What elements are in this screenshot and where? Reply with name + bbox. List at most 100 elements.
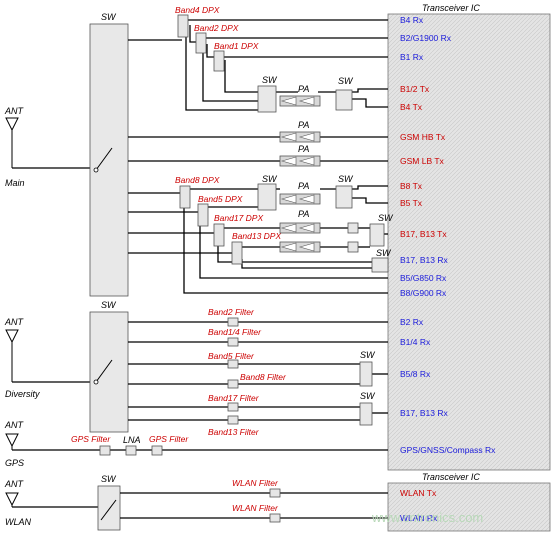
band2-dpx-box bbox=[195, 32, 207, 54]
band8-filter-box bbox=[227, 379, 239, 389]
band85-pa-label: PA bbox=[298, 181, 309, 191]
diversity-sw-label: SW bbox=[101, 300, 117, 310]
band5-dpx-box bbox=[197, 203, 209, 227]
antenna-main-icon bbox=[5, 117, 92, 169]
sig-b14-rx: B1/4 Rx bbox=[400, 337, 431, 347]
gps-filter1-label: GPS Filter bbox=[71, 434, 111, 444]
wlan-wiring bbox=[120, 492, 388, 519]
sig-gps-rx: GPS/GNSS/Compass Rx bbox=[400, 445, 496, 455]
band2-dpx-label: Band2 DPX bbox=[194, 23, 239, 33]
transceiver-title-wlan: Transceiver IC bbox=[422, 472, 480, 482]
band58-div-switch bbox=[359, 361, 373, 387]
sig-b4-tx: B4 Tx bbox=[400, 102, 423, 112]
sig-b8-tx: B8 Tx bbox=[400, 181, 423, 191]
wlan-label: WLAN bbox=[5, 517, 32, 527]
band4-dpx-box bbox=[177, 14, 189, 38]
wlan-sw-label: SW bbox=[101, 474, 117, 484]
wlan-switch bbox=[97, 485, 121, 531]
band1713-rx-sw-label: SW bbox=[376, 248, 392, 258]
sig-wlan-rx: WLAN Rx bbox=[400, 513, 438, 523]
band12-out-sw-label: SW bbox=[338, 76, 354, 86]
ant-gps-label: ANT bbox=[4, 420, 25, 430]
band1713-div-sw-label: SW bbox=[360, 391, 376, 401]
main-label: Main bbox=[5, 178, 25, 188]
band17-dpx-label: Band17 DPX bbox=[214, 213, 263, 223]
band12-out-switch bbox=[335, 89, 353, 111]
lna-label: LNA bbox=[123, 435, 141, 445]
band1713-div-switch bbox=[359, 402, 373, 426]
band1-dpx-box bbox=[213, 50, 225, 72]
antenna-wlan-icon bbox=[5, 492, 98, 508]
band85-tx-switch bbox=[257, 183, 277, 211]
gps-filter2-label: GPS Filter bbox=[149, 434, 189, 444]
gsm-wiring bbox=[128, 136, 388, 162]
ant-wlan-label: ANT bbox=[4, 479, 25, 489]
band13-filter-box bbox=[227, 415, 239, 425]
band5-dpx-label: Band5 DPX bbox=[198, 194, 243, 204]
ant-diversity-label: ANT bbox=[4, 317, 25, 327]
band5-filter-box bbox=[227, 359, 239, 369]
diversity-switch-icon bbox=[95, 359, 113, 383]
band2-filter-label: Band2 Filter bbox=[208, 307, 255, 317]
band8-dpx-label: Band8 DPX bbox=[175, 175, 220, 185]
band1-dpx-label: Band1 DPX bbox=[214, 41, 259, 51]
wlan-switch-icon bbox=[100, 499, 117, 521]
sig-gsm-lb-tx: GSM LB Tx bbox=[400, 156, 445, 166]
wlan-filter1-box bbox=[269, 488, 281, 498]
band1713-rx-switch bbox=[371, 257, 389, 273]
sig-b17-b13-tx: B17, B13 Tx bbox=[400, 229, 447, 239]
diversity-switch bbox=[89, 311, 129, 433]
band13-filter-label: Band13 Filter bbox=[208, 427, 260, 437]
main-sw-label: SW bbox=[101, 12, 117, 22]
sig-b58-rx: B5/8 Rx bbox=[400, 369, 431, 379]
gsm-hb-pa-label: PA bbox=[298, 120, 309, 130]
wlan-filter1-label: WLAN Filter bbox=[232, 478, 279, 488]
sig-b5-g850-rx: B5/G850 Rx bbox=[400, 273, 447, 283]
band12-sw-label: SW bbox=[262, 75, 278, 85]
band85-sw-label: SW bbox=[262, 174, 278, 184]
antenna-gps-icon bbox=[5, 433, 388, 451]
band17-pa-label: PA bbox=[298, 209, 309, 219]
transceiver-title-main: Transceiver IC bbox=[422, 3, 480, 13]
band14-filter-label: Band1/4 Filter bbox=[208, 327, 262, 337]
band85-out-switch bbox=[335, 185, 353, 209]
band58-div-sw-label: SW bbox=[360, 350, 376, 360]
band8-dpx-box bbox=[179, 185, 191, 209]
wlan-filter2-label: WLAN Filter bbox=[232, 503, 279, 513]
band13-dpx-label: Band13 DPX bbox=[232, 231, 281, 241]
antenna-diversity-icon bbox=[5, 329, 92, 383]
diversity-wiring bbox=[128, 321, 388, 421]
lna-box bbox=[125, 445, 137, 456]
band5-filter-label: Band5 Filter bbox=[208, 351, 255, 361]
gps-filter2-box bbox=[151, 445, 163, 456]
band13-dpx-box bbox=[231, 241, 243, 265]
wlan-filter2-box bbox=[269, 513, 281, 523]
band17-tx-filter-box bbox=[347, 222, 359, 234]
band14-filter-box bbox=[227, 337, 239, 347]
band2-filter-box bbox=[227, 317, 239, 327]
sig-b4-rx: B4 Rx bbox=[400, 15, 424, 25]
band12-tx-switch bbox=[257, 85, 277, 113]
sig-b12-tx: B1/2 Tx bbox=[400, 84, 430, 94]
watermark: www.cntronics.com bbox=[371, 510, 483, 525]
main-switch bbox=[89, 23, 129, 297]
transceiver-panel-wlan bbox=[387, 482, 551, 532]
band1713-tx-switch bbox=[369, 223, 385, 247]
transceiver-panel-main bbox=[387, 13, 551, 471]
band851713-wiring bbox=[128, 185, 388, 294]
band421-wiring bbox=[128, 19, 388, 111]
sig-b17-b13-rx: B17, B13 Rx bbox=[400, 255, 448, 265]
band8-filter-label: Band8 Filter bbox=[240, 372, 287, 382]
ant-main-label: ANT bbox=[4, 106, 25, 116]
main-switch-icon bbox=[95, 147, 113, 171]
diversity-label: Diversity bbox=[5, 389, 40, 399]
gps-filter1-box bbox=[99, 445, 111, 456]
band85-out-sw-label: SW bbox=[338, 174, 354, 184]
sig-b8-g900-rx: B8/G900 Rx bbox=[400, 288, 447, 298]
sig-gsm-hb-tx: GSM HB Tx bbox=[400, 132, 446, 142]
sig-wlan-tx: WLAN Tx bbox=[400, 488, 437, 498]
sig-b2-g1900-rx: B2/G1900 Rx bbox=[400, 33, 452, 43]
band4-dpx-label: Band4 DPX bbox=[175, 5, 220, 15]
band17-filter-label: Band17 Filter bbox=[208, 393, 260, 403]
